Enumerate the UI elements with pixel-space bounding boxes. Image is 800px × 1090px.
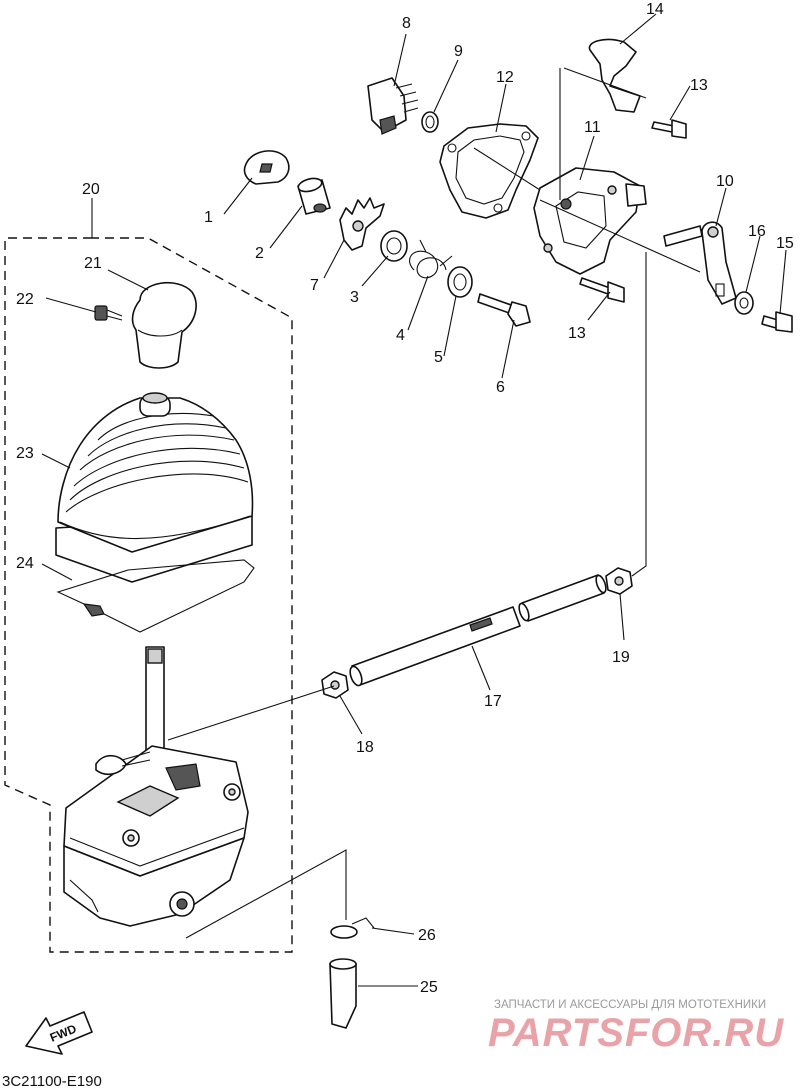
callout-3: 3 [350, 289, 359, 306]
part-8-switch [367, 77, 419, 135]
callout-8: 8 [402, 15, 411, 32]
callout-24: 24 [16, 555, 34, 572]
part-26-clip [330, 917, 375, 939]
part-3-washer [380, 230, 408, 262]
part-11-housing [533, 167, 647, 275]
part-9-o-ring [421, 111, 439, 133]
callout-labels: 1 2 3 4 5 6 7 8 9 12 11 14 13 13 10 16 1… [16, 1, 794, 996]
callout-9: 9 [454, 43, 463, 60]
part-18-nut [321, 671, 349, 699]
part-15-bolt [761, 311, 793, 333]
callout-13-lower: 13 [568, 325, 586, 342]
part-6-bolt [477, 293, 531, 327]
part-7-gear [339, 197, 385, 251]
callout-19: 19 [612, 649, 630, 666]
part-2-bushing [297, 177, 331, 215]
callout-13-upper: 13 [690, 77, 708, 94]
callout-5: 5 [434, 349, 443, 366]
centre-lines [167, 67, 701, 939]
callout-2: 2 [255, 245, 264, 262]
callout-15: 15 [776, 235, 794, 252]
watermark-tagline: ЗАПЧАСТИ И АКСЕССУАРЫ ДЛЯ МОТОТЕХНИКИ [494, 999, 766, 1011]
callout-17: 17 [484, 693, 502, 710]
callout-6: 6 [496, 379, 505, 396]
part-10-lever [663, 221, 737, 305]
part-5-washer [447, 266, 473, 298]
callout-leaders [41, 13, 787, 987]
callout-22: 22 [16, 291, 34, 308]
callout-23: 23 [16, 445, 34, 462]
part-12-gasket [439, 123, 539, 219]
callout-20: 20 [82, 181, 100, 198]
callout-25: 25 [420, 979, 438, 996]
callout-26: 26 [418, 927, 436, 944]
part-22-screw [94, 305, 123, 321]
part-16-washer [734, 291, 754, 315]
part-4-spring [409, 239, 453, 279]
part-13-bolt-lower [579, 277, 625, 303]
callout-11: 11 [584, 119, 601, 136]
part-23-shift-boot [55, 392, 254, 583]
part-17-shift-rod [349, 574, 607, 687]
callout-7: 7 [310, 277, 319, 294]
fwd-arrow-icon: FWD [25, 1011, 93, 1055]
part-14-bracket [588, 38, 641, 113]
callout-10: 10 [716, 173, 734, 190]
shift-lever-assembly [63, 646, 249, 927]
callout-14: 14 [646, 1, 664, 18]
callout-1: 1 [204, 209, 213, 226]
drawing-code: 3C21100-E190 [2, 1073, 102, 1090]
part-21-shift-knob [131, 282, 197, 369]
callout-16: 16 [748, 223, 766, 240]
watermark-brand: PARTSFOR.RU [488, 1011, 784, 1055]
callout-12: 12 [496, 69, 514, 86]
part-19-nut [605, 567, 633, 595]
assembly-boundary-20 [4, 237, 293, 953]
part-24-wire-clip [56, 559, 255, 633]
callout-18: 18 [356, 739, 374, 756]
part-25-sleeve [329, 958, 357, 1029]
part-1-cam [243, 150, 290, 185]
part-13-bolt-upper [651, 119, 687, 139]
callout-4: 4 [396, 327, 405, 344]
callout-21: 21 [84, 255, 102, 272]
